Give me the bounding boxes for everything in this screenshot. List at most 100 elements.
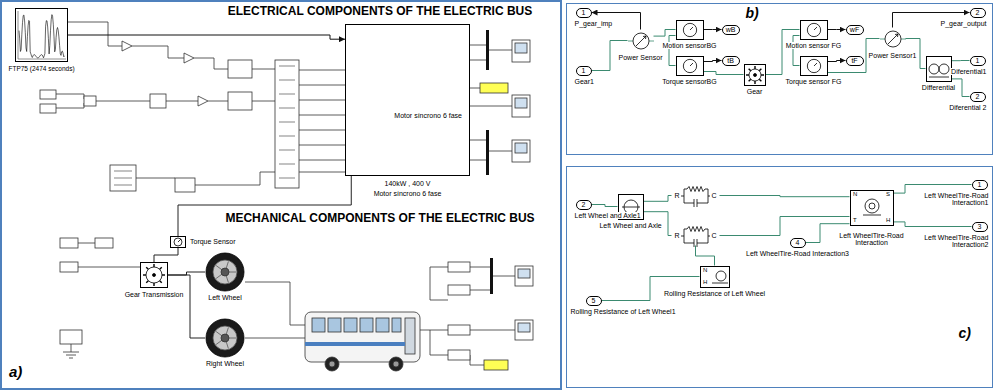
display-block xyxy=(480,83,508,93)
signal-wire xyxy=(489,151,512,152)
signal-wire xyxy=(489,50,512,51)
plot-icon xyxy=(19,15,65,58)
display-block xyxy=(484,360,508,370)
scope-symbol xyxy=(512,40,530,62)
signal-arrow xyxy=(68,35,345,39)
port-name: Diferential 2 xyxy=(948,104,987,112)
block-name: 140kW , 400 V xyxy=(384,180,432,188)
gear-icon xyxy=(754,81,755,84)
wheel-icon xyxy=(206,253,244,291)
psensor-icon xyxy=(888,34,898,44)
wheel-icon xyxy=(205,252,245,292)
scope-symbol xyxy=(515,320,533,340)
signal-wire xyxy=(96,101,150,102)
block-name: Motion sensor FG xyxy=(785,42,843,50)
port-name: P_gear_output xyxy=(940,20,988,28)
signal-wire xyxy=(299,130,345,131)
signal-arrow xyxy=(704,29,722,30)
simulink-block xyxy=(448,285,470,295)
diff-icon xyxy=(939,64,949,74)
mux-bar xyxy=(486,30,493,294)
section-title: MECHANICAL COMPONENTS OF THE ELECTRIC BU… xyxy=(224,212,535,225)
psensor-icon xyxy=(880,31,906,47)
sensor-icon xyxy=(683,59,696,72)
roll-icon xyxy=(712,271,728,283)
scope-symbol xyxy=(512,140,530,162)
simulink-block xyxy=(95,238,113,248)
gear-block: Gear xyxy=(744,64,766,86)
gain-block xyxy=(198,96,208,106)
signal-wire xyxy=(420,330,448,331)
psensor-icon xyxy=(628,30,654,52)
port-number: 1 xyxy=(581,67,587,75)
signal-wire xyxy=(71,344,72,352)
port-number: 1 xyxy=(977,181,983,189)
scope-symbol xyxy=(515,143,527,153)
bus-illustration xyxy=(392,318,401,332)
port-name: Left WheelTire-Road Interaction3 xyxy=(745,250,850,258)
axle-icon xyxy=(622,200,640,214)
gear-icon xyxy=(160,267,162,269)
port-block: 1Left WheelTire-Road Interaction1 xyxy=(972,180,988,190)
connection-line xyxy=(154,248,178,262)
psensor-icon xyxy=(628,33,654,49)
sensor-icon xyxy=(683,59,696,72)
plot-icon xyxy=(15,8,68,62)
port-block: tB xyxy=(722,56,740,66)
mux-bar xyxy=(486,130,489,175)
psensor-icon xyxy=(895,34,898,37)
gear-icon xyxy=(744,64,766,86)
connection-line xyxy=(704,72,744,75)
simulink-block xyxy=(448,262,470,272)
port-block: 1Gear1 xyxy=(576,66,592,76)
rc-element: RC xyxy=(672,226,720,246)
signal-wire xyxy=(470,267,490,268)
sensor-icon xyxy=(807,23,820,36)
gear-icon xyxy=(746,74,749,75)
figure-panel: c)2Left Wheel and Axle1Left Wheel and Ax… xyxy=(566,166,993,388)
bus-illustration xyxy=(344,318,357,332)
sensor-icon xyxy=(814,27,817,30)
rc-icon xyxy=(684,239,708,247)
rc-icon xyxy=(681,235,711,236)
sensor-icon xyxy=(676,20,704,40)
gear-icon xyxy=(748,68,750,70)
connection-line xyxy=(720,196,850,197)
signal-wire xyxy=(63,352,79,358)
block-name: Motion sensorBG xyxy=(661,42,717,50)
sensor-icon xyxy=(807,23,820,36)
terminal-letter: R xyxy=(674,232,681,240)
panel-letter: a) xyxy=(8,364,23,381)
signal-wire xyxy=(208,101,228,102)
psensor-icon xyxy=(643,36,646,39)
wheel-icon xyxy=(206,319,244,357)
terminal-letter: C xyxy=(710,232,717,240)
gear-icon xyxy=(140,262,168,288)
signal-wire xyxy=(299,160,345,161)
inverter-ports xyxy=(279,66,295,178)
signal-wire xyxy=(470,45,486,46)
plot-icon xyxy=(18,11,66,59)
wheel-icon xyxy=(206,253,244,291)
wheel-icon xyxy=(213,326,237,350)
port-name: P_gear_imp xyxy=(574,20,614,28)
section-title: ELECTRICAL COMPONENTS OF THE ELECTRIC BU… xyxy=(227,5,533,18)
gear-icon xyxy=(746,66,764,84)
terminal-letter: C xyxy=(710,192,717,200)
signal-wire xyxy=(470,140,486,141)
signal-wire xyxy=(299,172,345,173)
signal-wire xyxy=(470,355,484,365)
block-name: Torque Sensor xyxy=(189,238,237,246)
gear-block: Gear Transmission xyxy=(140,262,168,288)
block-name: Left Wheel xyxy=(207,294,242,302)
rc-icon xyxy=(681,226,711,247)
diff-icon xyxy=(926,56,952,82)
panel-letter: c) xyxy=(958,326,972,341)
scope-symbol xyxy=(512,40,533,340)
axle-icon xyxy=(622,206,640,207)
plot-icon xyxy=(18,11,66,59)
signal-wire xyxy=(470,60,486,61)
block-name: Motor síncrono 6 fase xyxy=(373,190,443,198)
block-name: Power Sensor xyxy=(618,54,664,62)
diff-icon xyxy=(929,76,949,77)
